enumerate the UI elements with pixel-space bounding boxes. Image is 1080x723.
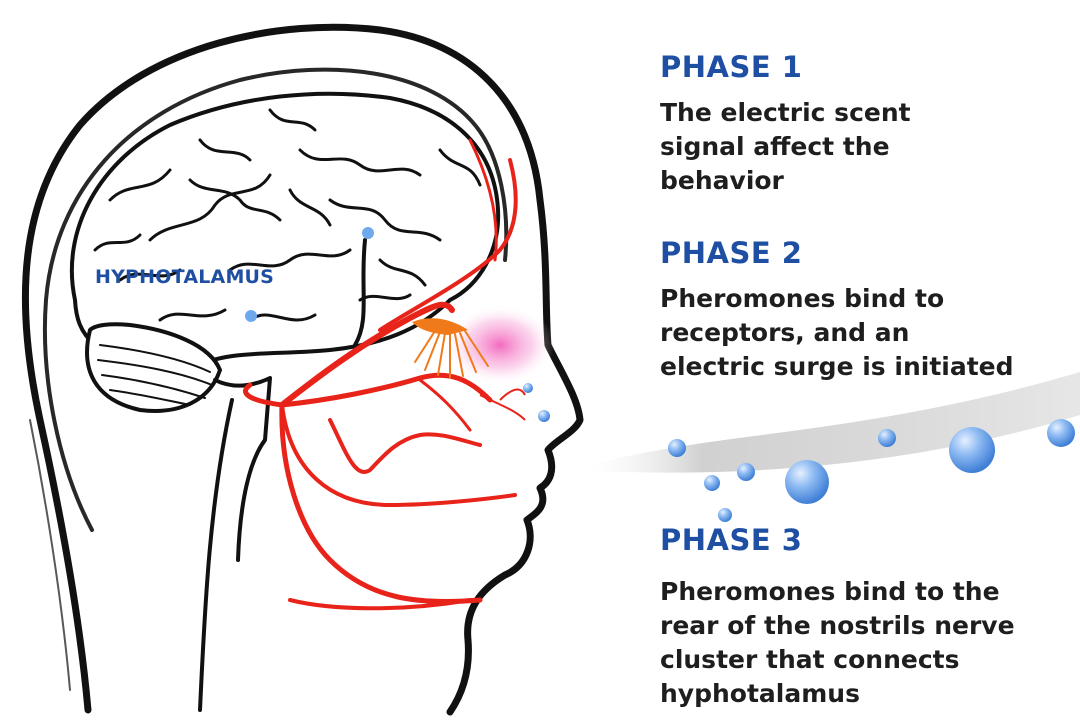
phase-2-line-3: electric surge is initiated <box>660 352 1014 381</box>
phase-3-block: PHASE 3 Pheromones bind to the rear of t… <box>660 523 1060 711</box>
phase-1-line-1: The electric scent <box>660 98 911 127</box>
phase-1-title: PHASE 1 <box>660 50 803 84</box>
phase-2-line-1: Pheromones bind to <box>660 284 945 313</box>
phase-2-block: PHASE 2 Pheromones bind to receptors, an… <box>660 236 1060 384</box>
nerve-network-icon <box>243 138 518 611</box>
phase-3-line-4: hyphotalamus <box>660 679 860 708</box>
phase-2-line-2: receptors, and an <box>660 318 910 347</box>
brain-icon <box>69 91 501 562</box>
hypothalamus-label: HYPHOTALAMUS <box>95 266 275 288</box>
scent-stream-icon <box>575 372 1080 473</box>
phase-2-title: PHASE 2 <box>660 236 803 270</box>
phase-3-line-1: Pheromones bind to the <box>660 577 1000 606</box>
head-outline-icon <box>21 23 584 716</box>
olfactory-bulb-icon <box>412 305 555 421</box>
phase-3-title: PHASE 3 <box>660 523 803 557</box>
phase-3-line-3: cluster that connects <box>660 645 960 674</box>
phase-3-description: Pheromones bind to the rear of the nostr… <box>660 575 1060 711</box>
phase-1-description: The electric scent signal affect the beh… <box>660 96 1060 198</box>
pheromone-bubble-icon <box>523 383 1075 522</box>
phase-1-line-2: signal affect the <box>660 132 890 161</box>
phase-1-block: PHASE 1 The electric scent signal affect… <box>660 50 1060 198</box>
phase-2-description: Pheromones bind to receptors, and an ele… <box>660 282 1060 384</box>
phase-1-line-3: behavior <box>660 166 784 195</box>
phase-3-line-2: rear of the nostrils nerve <box>660 611 1015 640</box>
